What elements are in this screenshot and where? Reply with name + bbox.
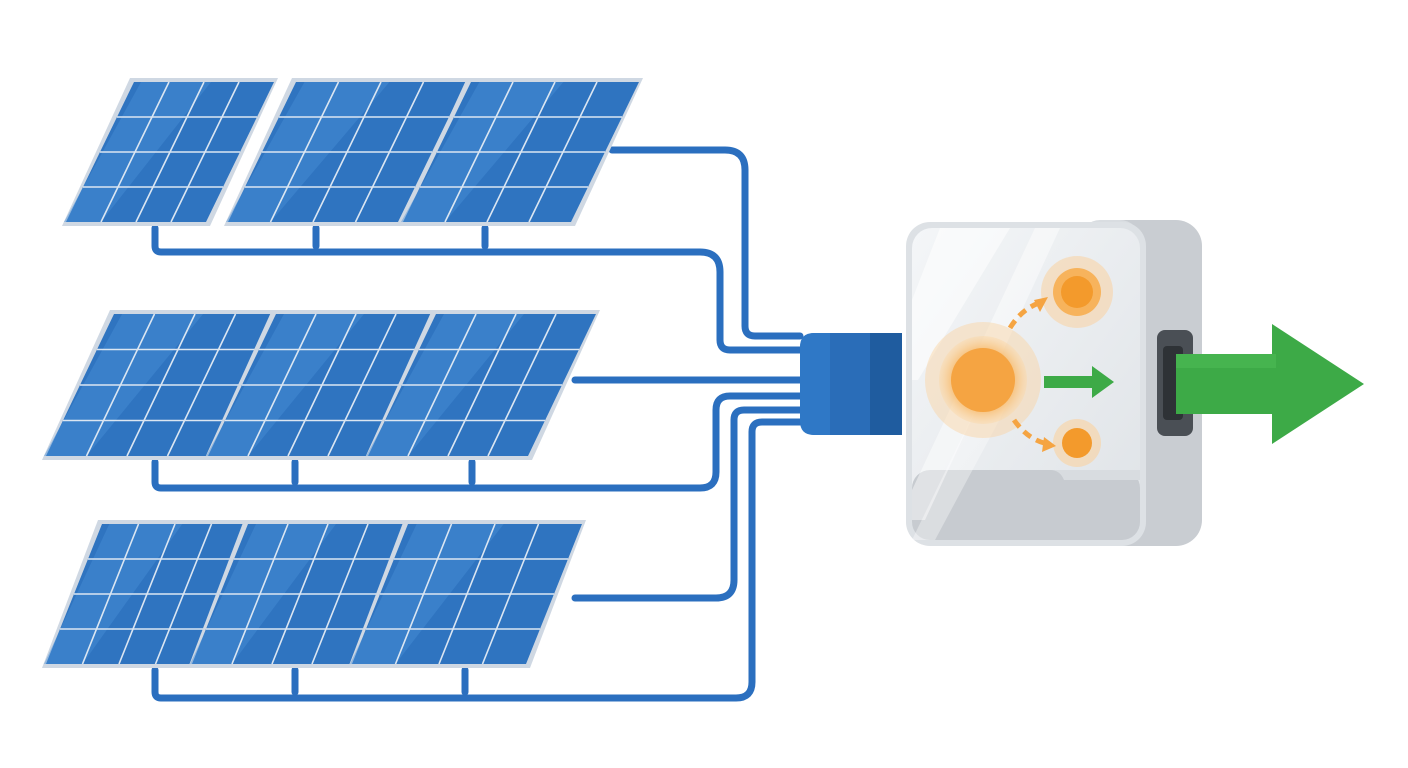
solar-panel-icon [42, 310, 280, 460]
panel-row-2 [42, 310, 600, 460]
inverter-icon [906, 220, 1202, 546]
solar-panel-icon [62, 78, 278, 226]
panel-row-3 [42, 520, 586, 668]
solar-panel-icon [188, 520, 412, 668]
solar-panel-icon [348, 520, 586, 668]
solar-panel-icon [364, 310, 600, 460]
combiner-box-icon [800, 333, 902, 435]
flow-arrow-icon [1011, 418, 1049, 447]
solar-panel-icon [42, 520, 252, 668]
solar-panel-icon [224, 78, 470, 226]
solar-panel-array [42, 78, 643, 668]
wiring [151, 146, 804, 702]
solar-panel-icon [204, 310, 440, 460]
power-output-arrow-icon [1176, 324, 1364, 444]
panel-row-1 [62, 78, 643, 226]
small-green-arrow-icon [1044, 366, 1114, 398]
solar-panel-icon [399, 78, 643, 226]
